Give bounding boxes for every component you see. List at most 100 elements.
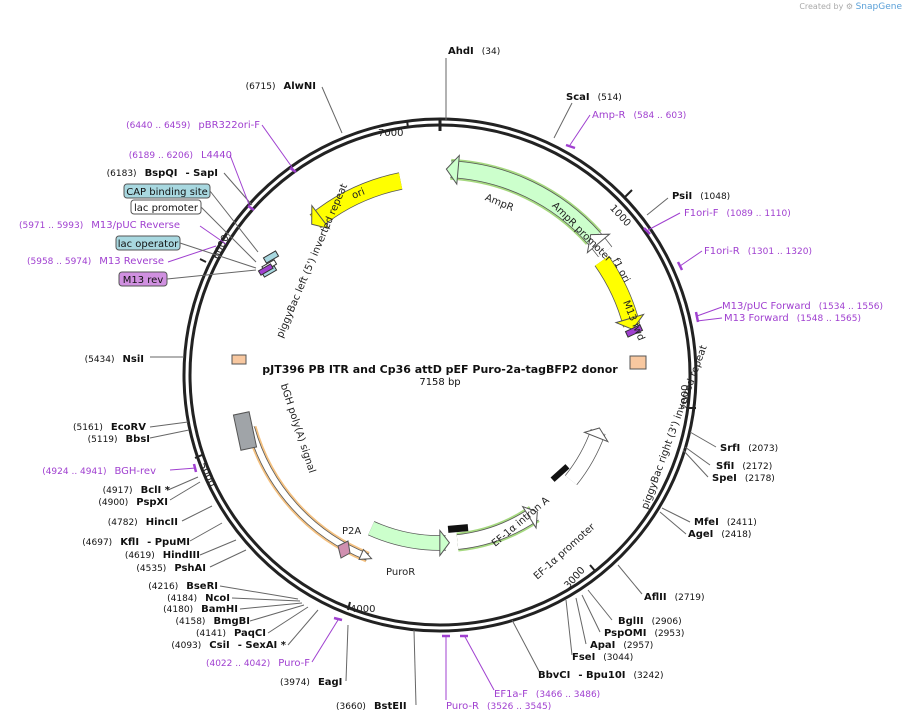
site-bmgbi[interactable]: (4158)BmgBI	[176, 616, 250, 627]
tick-2000: 2000	[680, 385, 691, 410]
primer-labels-left: (4022 .. 4042)Puro-F (4924 .. 4941)BGH-r…	[19, 120, 310, 669]
feature-orange-cds[interactable]	[245, 425, 373, 563]
label-p2a: P2A	[342, 526, 361, 537]
site-bcli[interactable]: (4917)BclI *	[103, 485, 171, 496]
feature-ampr[interactable]	[445, 154, 602, 245]
tick-marks	[194, 119, 696, 611]
primer-bgh-rev[interactable]: (4924 .. 4941)BGH-rev	[42, 466, 156, 477]
site-sfii[interactable]: SfiI(2172)	[716, 461, 772, 472]
boxed-m13-rev[interactable]: M13 rev	[118, 271, 168, 287]
label-ampr: AmpR	[483, 192, 515, 213]
primer-f1ori-f[interactable]: F1ori-F(1089 .. 1110)	[684, 208, 791, 219]
site-pspomi[interactable]: PspOMI(2953)	[604, 628, 684, 639]
feature-ampr-promoter[interactable]	[586, 232, 613, 258]
primer-leaders	[167, 114, 723, 700]
site-agei[interactable]: AgeI(2418)	[688, 529, 751, 540]
site-ahdi[interactable]: AhdI(34)	[448, 46, 500, 57]
primer-m13-reverse[interactable]: (5958 .. 5974)M13 Reverse	[27, 256, 164, 267]
site-scai[interactable]: ScaI(514)	[566, 92, 622, 103]
site-pspxi[interactable]: (4900)PspXI	[98, 497, 168, 508]
feature-labels: AmpR AmpR promoter ori f1 ori M13 fwd pi…	[275, 182, 710, 582]
primer-f1ori-r[interactable]: F1ori-R(1301 .. 1320)	[704, 246, 812, 257]
label-ampr-promoter: AmpR promoter	[549, 200, 614, 265]
site-alwni[interactable]: (6715)AlwNI	[246, 81, 316, 92]
site-hincii[interactable]: (4782)HincII	[108, 517, 178, 528]
site-nsii[interactable]: (5434)NsiI	[85, 354, 144, 365]
svg-text:CAP binding site: CAP binding site	[126, 187, 208, 198]
boxed-label-leaders	[166, 190, 259, 280]
site-apai[interactable]: ApaI(2957)	[590, 640, 653, 651]
primer-pbr322ori-f[interactable]: (6440 .. 6459)pBR322ori-F	[126, 120, 260, 131]
feature-puror[interactable]	[368, 521, 451, 558]
feature-ori[interactable]	[309, 172, 403, 230]
primer-l4440[interactable]: (6189 .. 6206)L4440	[129, 150, 232, 161]
primer-labels: Amp-R(584 .. 603) F1ori-F(1089 .. 1110) …	[446, 110, 883, 712]
site-hindiii[interactable]: (4619)HindIII	[125, 550, 200, 561]
primer-puro-r[interactable]: Puro-R(3526 .. 3545)	[446, 701, 551, 712]
primer-m13-puc-reverse[interactable]: (5971 .. 5993)M13/pUC Reverse	[19, 220, 180, 231]
svg-text:lac promoter: lac promoter	[134, 203, 199, 214]
plasmid-name: pJT396 PB ITR and Cp36 attD pEF Puro-2a-…	[262, 363, 618, 376]
feature-ef1a-promoter[interactable]	[456, 505, 540, 552]
site-psii[interactable]: PsiI(1048)	[672, 191, 730, 202]
feature-layer	[245, 154, 645, 563]
svg-text:M13 rev: M13 rev	[123, 275, 164, 286]
ef1a-intron-a-block-2	[447, 524, 469, 533]
site-bglii[interactable]: BglII(2906)	[618, 616, 682, 627]
site-srfi[interactable]: SrfI(2073)	[720, 443, 778, 454]
site-bbsi[interactable]: (5119)BbsI	[88, 434, 150, 445]
site-bseri[interactable]: (4216)BseRI	[148, 581, 218, 592]
orange-box-left	[231, 354, 247, 365]
site-fsei[interactable]: FseI(3044)	[572, 652, 633, 663]
site-eagi[interactable]: (3974)EagI	[280, 677, 342, 688]
m13-fwd-mark	[624, 324, 644, 338]
snapgene-logo-icon: ⚙	[845, 2, 854, 11]
primer-marks	[192, 143, 700, 638]
snapgene-brand: Created by ⚙ SnapGene	[799, 2, 902, 12]
sites-left: (6715)AlwNI (6183)BspQI- SapI (5434)NsiI…	[73, 81, 316, 651]
primer-ef1a-f[interactable]: EF1a-F(3466 .. 3486)	[494, 689, 600, 700]
tick-4000: 4000	[350, 604, 375, 615]
boxed-cap-binding-site[interactable]: CAP binding site	[123, 183, 211, 199]
tick-5000: 5000	[196, 461, 217, 489]
plasmid-length: 7158 bp	[419, 377, 460, 388]
ef1a-intron-a-block	[550, 464, 570, 482]
feature-pb-right[interactable]	[564, 427, 610, 486]
orange-box-right	[629, 355, 647, 370]
lac-elements	[257, 250, 280, 278]
primer-amp-r[interactable]: Amp-R(584 .. 603)	[592, 110, 686, 121]
site-spei[interactable]: SpeI(2178)	[712, 473, 775, 484]
boxed-lac-promoter[interactable]: lac promoter	[130, 199, 202, 215]
site-bsteii[interactable]: (3660)BstEII	[336, 701, 407, 712]
site-bamhi[interactable]: (4180)BamHI	[163, 604, 238, 615]
label-pb-right: piggyBac right (3') inverted repeat	[640, 344, 710, 511]
site-kfli[interactable]: (4697)KflI- PpuMI	[82, 537, 190, 548]
boxed-lac-operator[interactable]: lac operator	[115, 235, 181, 251]
site-pshai[interactable]: (4535)PshAI	[136, 563, 206, 574]
site-mfei[interactable]: MfeI(2411)	[694, 517, 757, 528]
brand-product: SnapGene	[855, 2, 902, 12]
leader-lines	[149, 58, 717, 706]
primer-m13-puc-forward[interactable]: M13/pUC Forward(1534 .. 1556)	[722, 301, 883, 312]
feature-f1-ori[interactable]	[594, 255, 645, 331]
primer-puro-f[interactable]: (4022 .. 4042)Puro-F	[206, 658, 310, 669]
site-ecorv[interactable]: (5161)EcoRV	[73, 422, 146, 433]
site-bbvci[interactable]: BbvCI- Bpu10I(3242)	[538, 670, 663, 681]
tick-1000: 1000	[607, 203, 632, 229]
label-puror: PuroR	[386, 567, 415, 578]
label-ef1a-promoter: EF-1α promoter	[532, 521, 598, 582]
site-csii[interactable]: (4093)CsiI- SexAI *	[171, 640, 286, 651]
boxed-labels: CAP binding site lac promoter lac operat…	[115, 183, 211, 287]
sites-right: AhdI(34) ScaI(514) PsiI(1048) SrfI(2073)…	[280, 46, 778, 712]
label-bgh: bGH poly(A) signal	[278, 382, 317, 474]
site-aflii[interactable]: AflII(2719)	[644, 592, 705, 603]
svg-text:lac operator: lac operator	[118, 239, 179, 250]
primer-m13-forward[interactable]: M13 Forward(1548 .. 1565)	[724, 313, 861, 324]
site-bspqi[interactable]: (6183)BspQI- SapI	[107, 168, 218, 179]
tick-7000: 7000	[378, 128, 403, 139]
p2a-arrow	[337, 540, 351, 559]
label-ori: ori	[350, 187, 366, 202]
site-paqci[interactable]: (4141)PaqCI	[196, 628, 266, 639]
site-ncoi[interactable]: (4184)NcoI	[167, 593, 230, 604]
